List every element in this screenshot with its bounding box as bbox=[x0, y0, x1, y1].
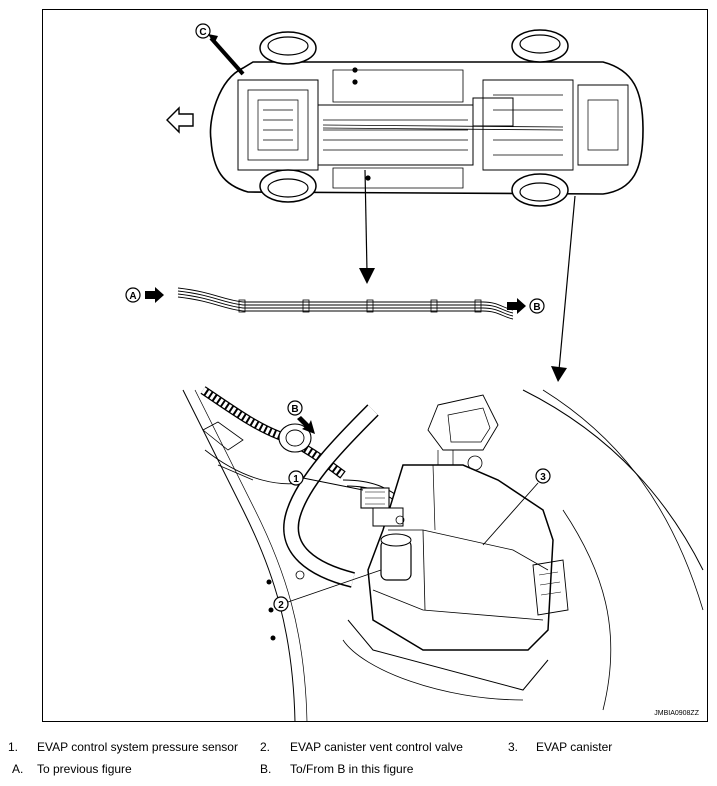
callout-b-detail-label: B bbox=[291, 404, 298, 415]
vehicle-underbody bbox=[166, 29, 644, 207]
front-right-wheel bbox=[259, 169, 317, 203]
pointer-arrow-detail bbox=[551, 195, 576, 382]
figure-id: JMBIA0908ZZ bbox=[654, 710, 699, 717]
detail-view bbox=[182, 386, 704, 723]
pointer-arrow-fuel-line bbox=[359, 169, 375, 284]
front-left-wheel bbox=[259, 31, 317, 65]
callout-b-detail: B bbox=[287, 400, 315, 434]
callout-c-label: C bbox=[199, 27, 206, 38]
callout-c: C bbox=[195, 23, 245, 76]
callout-b-top: B bbox=[507, 298, 545, 314]
callout-a: A bbox=[125, 287, 164, 303]
front-direction-arrow bbox=[166, 106, 194, 134]
callout-3-label: 3 bbox=[540, 472, 546, 483]
legend-item-3-text: EVAP canister bbox=[536, 740, 613, 754]
evap-canister bbox=[367, 464, 554, 651]
legend-item-2-text: EVAP canister vent control valve bbox=[290, 740, 463, 754]
legend-item-a-text: To previous figure bbox=[37, 762, 132, 776]
legend-item-2-number: 2. bbox=[260, 740, 271, 754]
callout-3: 3 bbox=[482, 468, 551, 546]
callout-2-label: 2 bbox=[278, 600, 284, 611]
diagram-frame: C A bbox=[42, 9, 708, 723]
callout-1: 1 bbox=[288, 470, 364, 491]
callout-b-detail-arrow bbox=[297, 416, 315, 434]
legend-item-1-number: 1. bbox=[8, 740, 19, 754]
callout-b-top-arrow bbox=[507, 298, 526, 314]
legend-item-3-number: 3. bbox=[508, 740, 519, 754]
callout-b-top-label: B bbox=[533, 302, 540, 313]
callout-1-label: 1 bbox=[293, 474, 299, 485]
legend-item-b-text: To/From B in this figure bbox=[290, 762, 414, 776]
legend-item-b-letter: B. bbox=[260, 762, 272, 776]
diagram-drawing: C A bbox=[125, 23, 704, 723]
callout-a-arrow bbox=[145, 287, 164, 303]
legend-item-a-letter: A. bbox=[12, 762, 24, 776]
callout-c-arrow bbox=[209, 36, 245, 76]
callout-a-label: A bbox=[129, 291, 136, 302]
legend-item-1-text: EVAP control system pressure sensor bbox=[37, 740, 238, 754]
rear-right-wheel bbox=[511, 173, 569, 207]
rear-left-wheel bbox=[511, 29, 569, 63]
fuel-line-strip bbox=[177, 287, 514, 320]
callout-2: 2 bbox=[273, 569, 382, 612]
